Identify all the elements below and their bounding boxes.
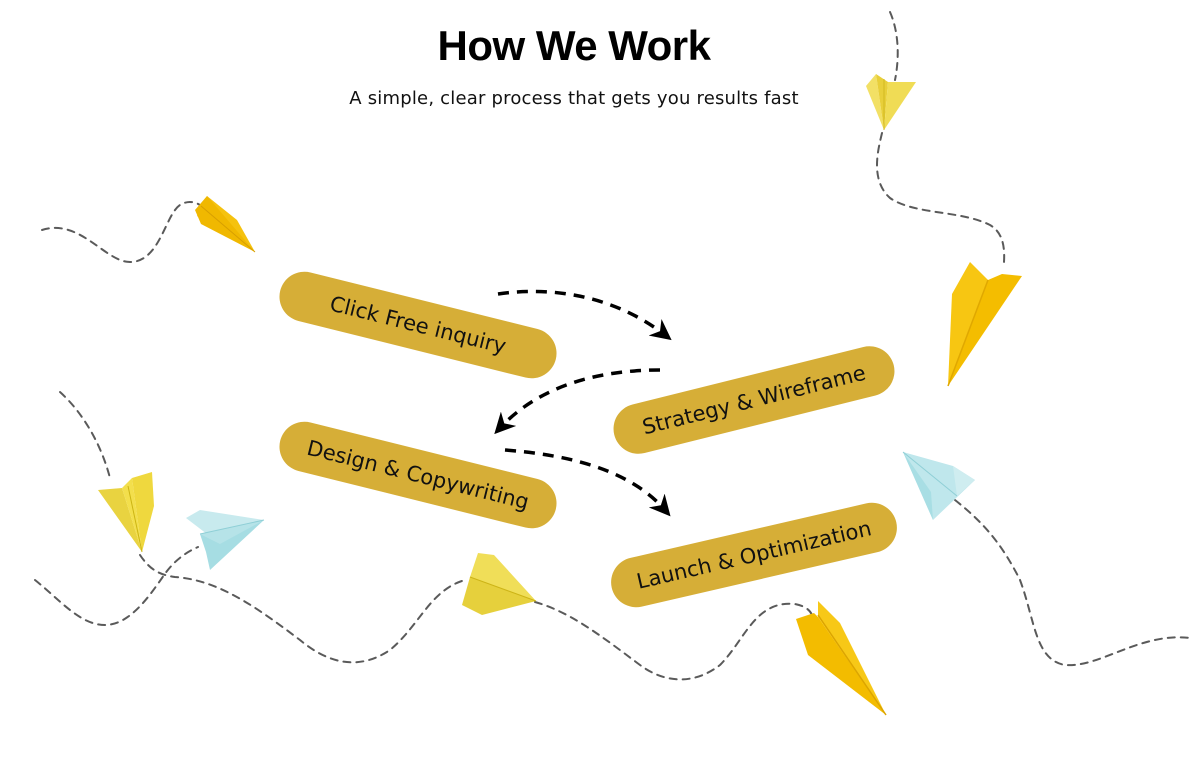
trail-bottom-left-long [139, 554, 466, 664]
page-subtitle: A simple, clear process that gets you re… [349, 88, 799, 109]
paper-plane-icon [902, 451, 975, 520]
paper-plane-icon [186, 510, 265, 570]
trail-bottom-left-cross [34, 546, 199, 627]
paper-plane-icon [98, 472, 154, 553]
paper-plane-icon [866, 74, 916, 130]
arrow-step3-to-step4 [504, 448, 671, 517]
arrow-step1-to-step2 [497, 289, 672, 341]
paper-plane-icon [195, 196, 256, 253]
trail-top-right-lower [876, 132, 1006, 263]
trail-top-right-upper [889, 11, 899, 81]
trail-top-left [41, 201, 201, 264]
paper-plane-icon [947, 262, 1022, 387]
trail-left-down [59, 391, 111, 479]
paper-plane-icon [796, 601, 887, 716]
paper-plane-icon [462, 553, 537, 615]
trail-bottom-mid [534, 601, 813, 681]
arrow-step2-to-step3 [494, 368, 661, 435]
page-title: How We Work [437, 22, 711, 69]
trail-bottom-right [954, 499, 1191, 667]
